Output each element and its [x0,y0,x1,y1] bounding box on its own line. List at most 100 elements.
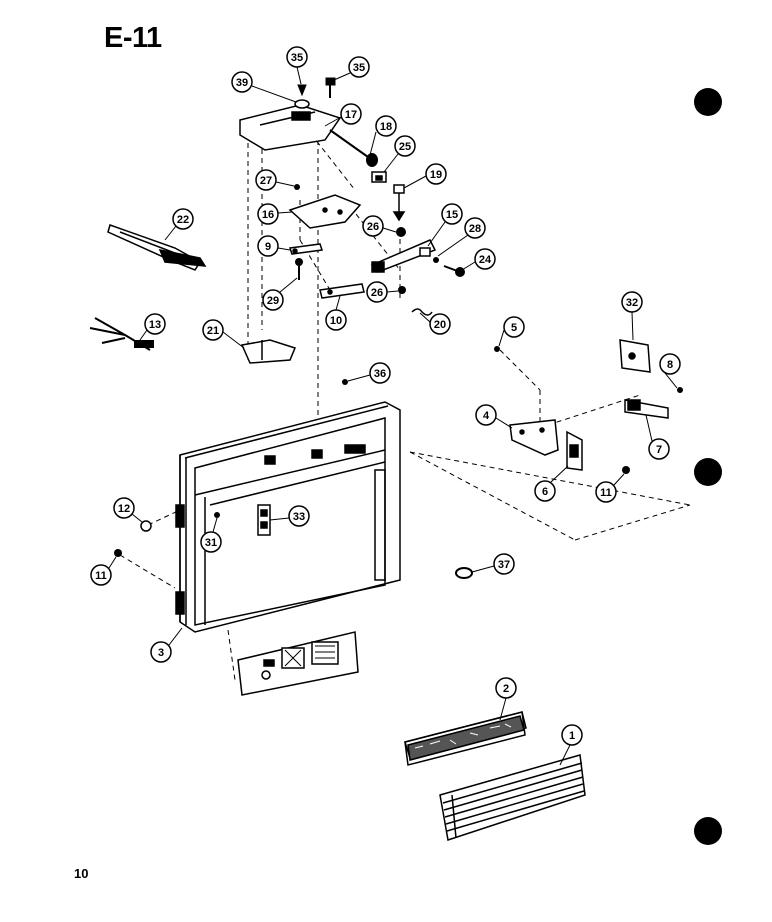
svg-text:16: 16 [262,209,274,221]
part-29-screw [295,258,303,280]
callout-12: 12 [113,497,135,519]
callout-13: 13 [144,313,166,335]
part-4-bracket [509,419,559,456]
callout-29: 29 [262,289,284,311]
svg-text:5: 5 [511,322,517,334]
svg-text:2: 2 [503,683,509,695]
callout-20: 20 [429,313,451,335]
svg-text:4: 4 [483,410,490,422]
page-title: E-11 [104,22,162,54]
svg-text:11: 11 [600,487,612,499]
callout-9: 9 [257,235,279,257]
registration-mark [694,458,722,486]
callout-3: 3 [150,641,172,663]
part-27-screw [294,184,300,190]
callout-8: 8 [659,353,681,375]
part-28-washer [433,257,439,263]
svg-text:25: 25 [399,141,411,153]
part-5-screw [494,346,500,352]
part-17-top-plate [239,104,342,151]
callout-36: 36 [369,362,391,384]
part-25-clip [371,171,387,183]
callout-17: 17 [340,103,362,125]
part-15-arm [370,239,437,273]
svg-text:27: 27 [260,175,272,187]
part-37-ring [455,567,473,579]
part-12-cap [140,520,152,532]
part-31-screw [214,512,220,518]
callout-18: 18 [375,115,397,137]
part-11-nut [622,466,630,474]
callout-22: 22 [172,208,194,230]
svg-text:3: 3 [158,647,164,659]
svg-text:22: 22 [177,214,189,226]
part-26-nut [398,286,406,294]
callout-25: 25 [394,135,416,157]
svg-text:24: 24 [479,254,492,266]
svg-text:28: 28 [469,223,481,235]
part-3-frame [175,401,401,633]
callout-10: 10 [325,309,347,331]
part-2-filter [404,711,527,766]
svg-text:17: 17 [345,109,357,121]
control-board [237,631,359,696]
svg-text:20: 20 [434,319,446,331]
part-18-long-screw [329,129,378,167]
callout-39: 39 [231,71,253,93]
callout-11: 11 [90,564,112,586]
svg-text:1: 1 [569,730,575,742]
callout-5: 5 [503,316,525,338]
callout-28: 28 [464,217,486,239]
registration-mark [694,817,722,845]
svg-text:12: 12 [118,503,130,515]
part-8-screw [677,387,683,393]
part-20-spring [411,308,433,316]
callout-35: 35 [348,56,370,78]
part-32-plate [619,339,651,373]
svg-text:9: 9 [265,241,271,253]
svg-text:26: 26 [367,221,379,233]
svg-text:32: 32 [626,297,638,309]
callout-35: 35 [286,46,308,68]
callout-37: 37 [493,553,515,575]
part-33-switch [257,504,271,536]
callout-2: 2 [495,677,517,699]
callout-11: 11 [595,481,617,503]
svg-text:29: 29 [267,295,279,307]
part-6-latch [566,430,583,471]
part-26-nut [396,227,406,237]
svg-text:33: 33 [293,511,305,523]
part-16-plate [288,194,362,229]
leader-lines [108,66,678,766]
callout-32: 32 [621,291,643,313]
svg-text:36: 36 [374,368,386,380]
svg-text:26: 26 [371,287,383,299]
svg-text:21: 21 [207,325,219,337]
part-24-bolt [443,265,465,277]
part-21-bracket [240,339,297,364]
part-10-lever [319,283,365,299]
svg-text:15: 15 [446,209,458,221]
callout-6: 6 [534,480,556,502]
callout-16: 16 [257,203,279,225]
callout-19: 19 [425,163,447,185]
part-22-bracket [107,224,207,271]
callout-4: 4 [475,404,497,426]
svg-text:35: 35 [353,62,365,74]
svg-text:11: 11 [95,570,107,582]
part-7-hinge [624,399,669,419]
svg-text:35: 35 [291,52,303,64]
page-number: 10 [74,866,89,881]
part-19-pin [392,184,406,222]
callout-24: 24 [474,248,496,270]
part-9-lever [289,243,323,255]
svg-text:8: 8 [667,359,673,371]
svg-text:6: 6 [542,486,548,498]
svg-text:13: 13 [149,319,161,331]
svg-text:19: 19 [430,169,442,181]
part-35-screw [297,77,336,98]
callout-1: 1 [561,724,583,746]
svg-text:37: 37 [498,559,510,571]
callout-26: 26 [362,215,384,237]
